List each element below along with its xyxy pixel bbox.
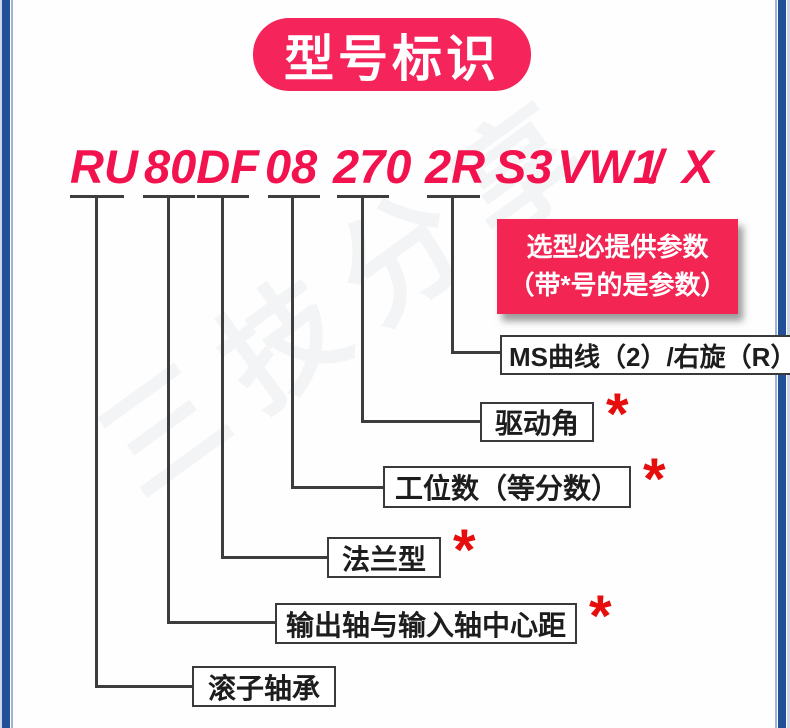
connector-line-horizontal [291, 486, 385, 489]
connector-line-horizontal [451, 351, 502, 354]
connector-line-vertical [451, 195, 454, 354]
required-asterisk-icon: * [643, 447, 666, 512]
model-segment-slash: / [650, 140, 664, 193]
selection-parameters-note: 选型必提供参数 （带*号的是参数） [497, 219, 738, 314]
model-segment-curve: 2R [425, 140, 486, 193]
left-frame-bar [2, 0, 10, 728]
page-title: 型号标识 [284, 30, 500, 87]
note-line-2: （带*号的是参数） [508, 269, 727, 300]
connector-line-horizontal [221, 556, 329, 559]
title-banner: 型号标识 [253, 18, 531, 91]
label-box-roller-bearing: 滚子轴承 [192, 666, 337, 707]
model-segment-x: X [682, 140, 714, 193]
model-segment-stations: 08 [265, 140, 318, 193]
label-box-stations: 工位数（等分数） [383, 466, 632, 508]
connector-line-horizontal [361, 420, 482, 423]
label-row-flange-type: 法兰型 * [327, 517, 476, 583]
label-row-curve-rotation: MS曲线（2）/右旋（R） [500, 335, 790, 375]
label-row-drive-angle: 驱动角 * [480, 382, 629, 447]
required-asterisk-icon: * [606, 382, 629, 447]
model-segment-bearing-code: RU [70, 140, 138, 193]
connector-line-vertical [221, 195, 224, 559]
connector-tbar [268, 195, 320, 198]
left-frame-pale-line [0, 0, 2, 728]
required-asterisk-icon: * [589, 583, 612, 649]
label-box-flange-type: 法兰型 [327, 537, 442, 578]
connector-line-vertical [167, 195, 170, 624]
note-line-1: 选型必提供参数 [526, 231, 709, 262]
connector-line-horizontal [167, 621, 277, 624]
connector-line-vertical [95, 195, 98, 688]
model-segment-center-distance-flange: 80DF [144, 140, 259, 193]
label-box-curve-rotation: MS曲线（2）/右旋（R） [500, 335, 790, 375]
label-box-center-distance: 输出轴与输入轴中心距 [275, 603, 578, 644]
label-row-roller-bearing: 滚子轴承 [192, 666, 337, 707]
required-asterisk-icon: * [453, 517, 476, 583]
label-row-stations: 工位数（等分数） * [383, 447, 666, 512]
model-segment-vw1: VW1 [557, 140, 659, 193]
model-segment-drive-angle: 270 [333, 140, 412, 193]
connector-line-horizontal [95, 685, 194, 688]
label-row-center-distance: 输出轴与输入轴中心距 * [275, 583, 612, 649]
connector-line-vertical [291, 195, 294, 489]
model-segment-s3: S3 [495, 140, 553, 193]
connector-line-vertical [361, 195, 364, 423]
label-box-drive-angle: 驱动角 [480, 402, 595, 442]
left-frame-inner-line [11, 0, 13, 728]
